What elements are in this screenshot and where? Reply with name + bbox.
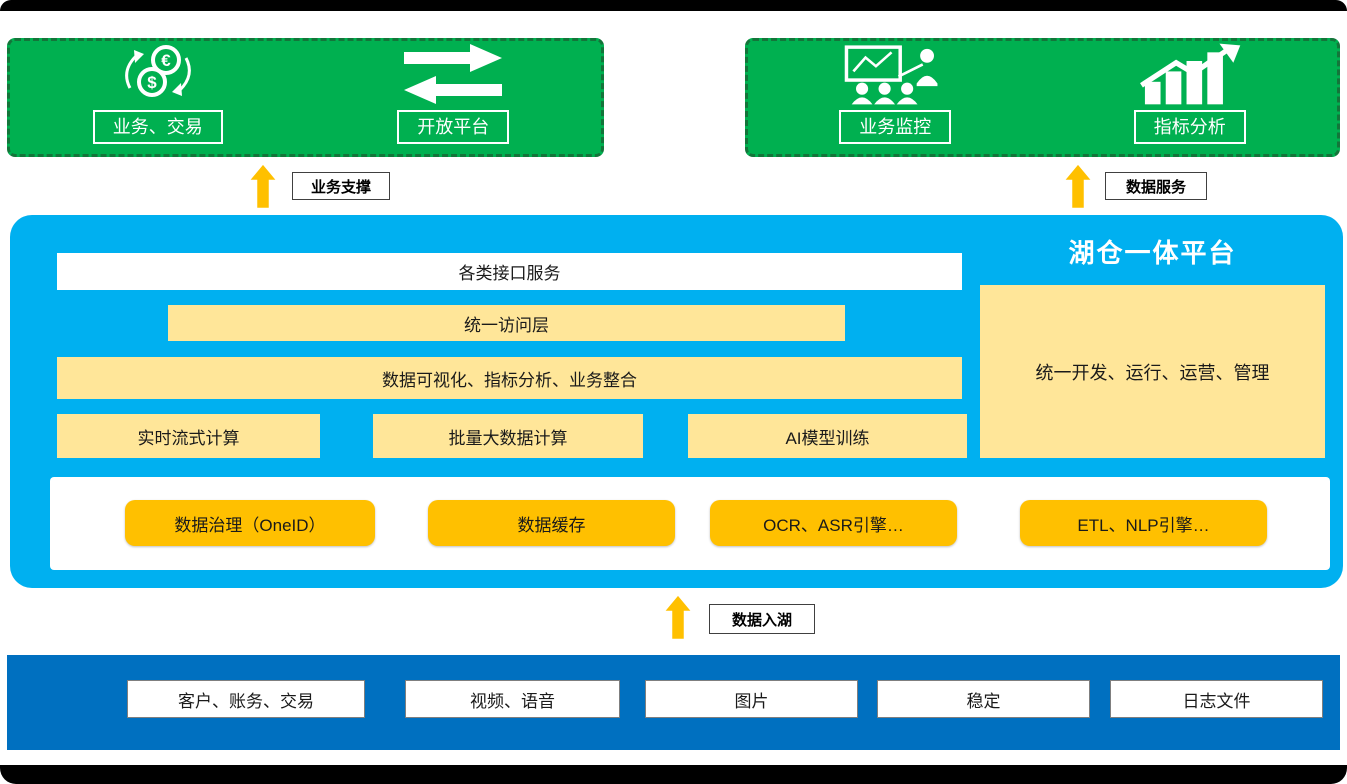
source-customer-accounts: 客户、账务、交易 [127, 680, 365, 718]
interface-services-bar: 各类接口服务 [57, 253, 962, 290]
slide-frame-bottom [0, 765, 1347, 784]
source-stable: 稳定 [877, 680, 1090, 718]
indicator-analysis-item: 指标分析 [1043, 41, 1338, 154]
business-monitor-icon [843, 41, 947, 106]
data-into-lake-arrow-icon [660, 592, 696, 642]
unified-access-bar: 统一访问层 [168, 305, 845, 341]
unified-management-panel: 统一开发、运行、运营、管理 [980, 285, 1325, 458]
source-images: 图片 [645, 680, 858, 718]
ai-training-box: AI模型训练 [688, 414, 967, 458]
data-sources-bar: 客户、账务、交易 视频、语音 图片 稳定 日志文件 [7, 655, 1340, 750]
platform-title: 湖仓一体平台 [1068, 238, 1237, 268]
stream-compute-box: 实时流式计算 [57, 414, 320, 458]
etl-nlp-engine-box: ETL、NLP引擎… [1020, 500, 1267, 546]
business-trade-label: 业务、交易 [92, 110, 223, 144]
data-service-label: 数据服务 [1105, 172, 1207, 200]
svg-text:$: $ [147, 73, 157, 92]
lake-warehouse-platform: 湖仓一体平台 各类接口服务 统一访问层 数据可视化、指标分析、业务整合 实时流式… [10, 215, 1343, 588]
business-support-arrow-icon [245, 161, 281, 211]
data-governance-box: 数据治理（OneID） [125, 500, 375, 546]
slide-frame-top [0, 0, 1347, 11]
source-video-voice: 视频、语音 [405, 680, 620, 718]
svg-text:€: € [161, 51, 171, 70]
growth-chart-icon [1138, 41, 1242, 106]
data-into-lake-label: 数据入湖 [709, 604, 815, 634]
business-support-label: 业务支撑 [292, 172, 390, 200]
source-log-files: 日志文件 [1110, 680, 1323, 718]
business-monitor-label: 业务监控 [839, 110, 952, 144]
business-apps-group: € $ 业务、交易 开放平台 [7, 38, 604, 157]
business-monitor-item: 业务监控 [748, 41, 1043, 154]
business-trade-item: € $ 业务、交易 [10, 41, 306, 154]
exchange-arrows-icon [397, 41, 509, 106]
data-cache-box: 数据缓存 [428, 500, 675, 546]
open-platform-item: 开放平台 [306, 41, 602, 154]
batch-compute-box: 批量大数据计算 [373, 414, 643, 458]
ocr-asr-engine-box: OCR、ASR引擎… [710, 500, 957, 546]
currency-exchange-icon: € $ [116, 40, 200, 106]
open-platform-label: 开放平台 [397, 110, 510, 144]
indicator-analysis-label: 指标分析 [1133, 110, 1246, 144]
monitor-analysis-group: 业务监控 指标分析 [745, 38, 1340, 157]
visualization-bar: 数据可视化、指标分析、业务整合 [57, 357, 962, 399]
engines-strip: 数据治理（OneID） 数据缓存 OCR、ASR引擎… ETL、NLP引擎… [50, 477, 1330, 570]
data-service-arrow-icon [1060, 161, 1096, 211]
